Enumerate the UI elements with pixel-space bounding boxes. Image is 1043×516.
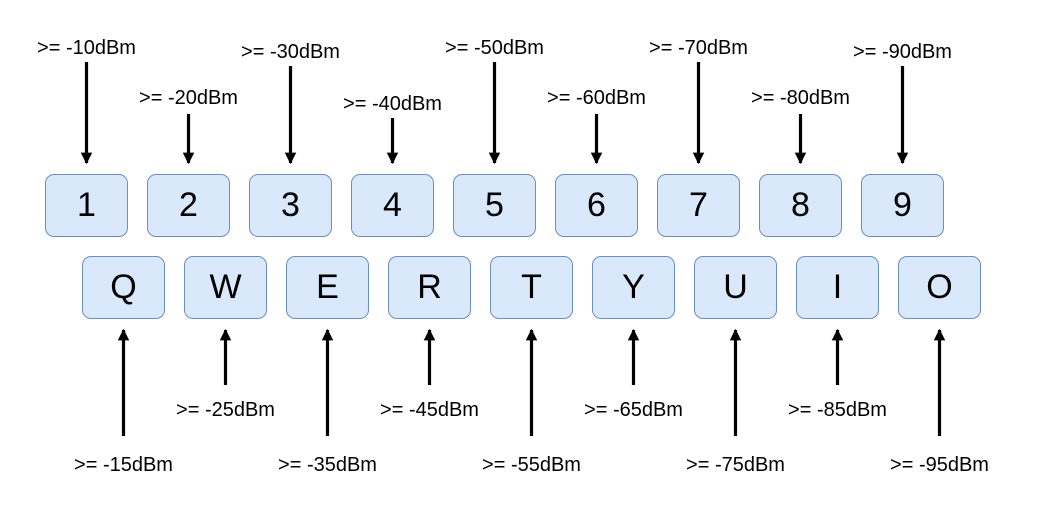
threshold-label-i: >= -85dBm [788, 399, 887, 421]
threshold-label-2: >= -20dBm [139, 87, 238, 109]
key-i: I [796, 256, 879, 319]
key-8: 8 [759, 174, 842, 237]
threshold-label-4: >= -40dBm [343, 93, 442, 115]
key-e: E [286, 256, 369, 319]
threshold-label-7: >= -70dBm [649, 37, 748, 59]
key-w: W [184, 256, 267, 319]
key-u: U [694, 256, 777, 319]
threshold-label-9: >= -90dBm [853, 41, 952, 63]
threshold-label-q: >= -15dBm [74, 454, 173, 476]
key-r: R [388, 256, 471, 319]
key-2: 2 [147, 174, 230, 237]
threshold-label-u: >= -75dBm [686, 454, 785, 476]
key-4: 4 [351, 174, 434, 237]
key-9: 9 [861, 174, 944, 237]
key-5: 5 [453, 174, 536, 237]
threshold-label-5: >= -50dBm [445, 37, 544, 59]
threshold-label-6: >= -60dBm [547, 87, 646, 109]
threshold-label-o: >= -95dBm [890, 454, 989, 476]
threshold-label-w: >= -25dBm [176, 399, 275, 421]
key-1: 1 [45, 174, 128, 237]
threshold-label-8: >= -80dBm [751, 87, 850, 109]
threshold-label-3: >= -30dBm [241, 41, 340, 63]
key-t: T [490, 256, 573, 319]
threshold-label-e: >= -35dBm [278, 454, 377, 476]
threshold-label-t: >= -55dBm [482, 454, 581, 476]
threshold-label-1: >= -10dBm [37, 37, 136, 59]
key-3: 3 [249, 174, 332, 237]
threshold-label-r: >= -45dBm [380, 399, 479, 421]
key-o: O [898, 256, 981, 319]
key-q: Q [82, 256, 165, 319]
threshold-label-y: >= -65dBm [584, 399, 683, 421]
key-y: Y [592, 256, 675, 319]
key-6: 6 [555, 174, 638, 237]
key-7: 7 [657, 174, 740, 237]
